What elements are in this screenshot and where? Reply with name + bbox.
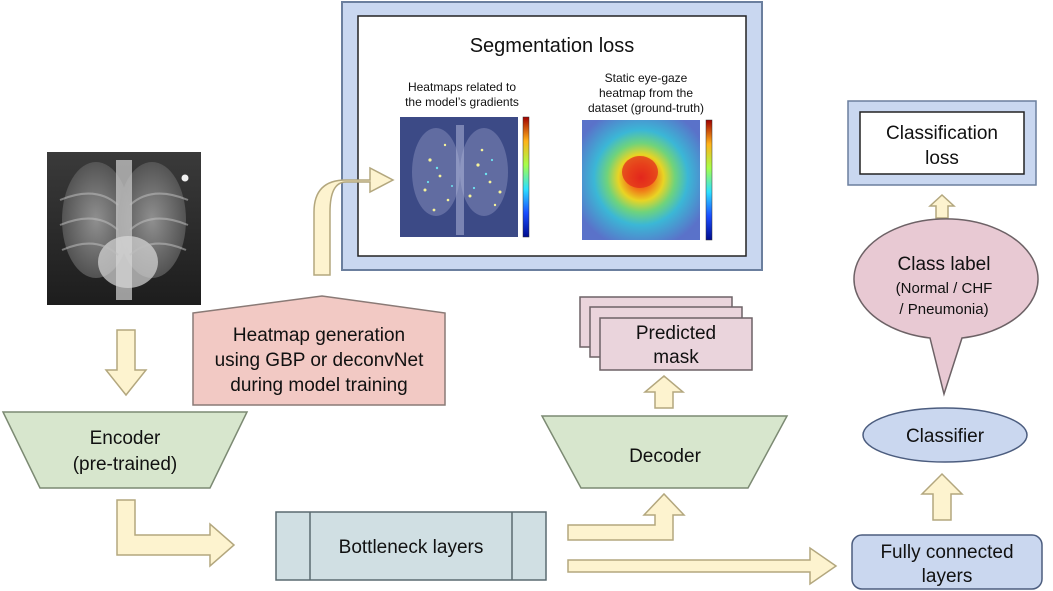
encoder-block: Encoder (pre-trained)	[1, 411, 249, 489]
bottleneck-block: Bottleneck layers	[275, 511, 547, 581]
class-label-options-line-2: / Pneumonia)	[899, 301, 988, 318]
arrow-xray-to-encoder	[104, 329, 148, 397]
classification-loss-line-2: loss	[925, 148, 959, 169]
fully-connected-line-2: layers	[922, 566, 973, 587]
eye-gaze-caption-line-1: Static eye-gaze	[605, 71, 688, 85]
decoder-block: Decoder	[540, 415, 789, 489]
eye-gaze-heatmap-image	[582, 119, 713, 241]
segmentation-loss-title: Segmentation loss	[470, 35, 635, 57]
heatmap-generation-line-1: Heatmap generation	[233, 325, 405, 346]
arrow-label-to-classification-loss	[928, 193, 956, 219]
gradient-heatmap-caption-line-1: Heatmaps related to	[408, 80, 516, 94]
arrow-bottleneck-to-decoder	[567, 492, 686, 541]
fully-connected-line-1: Fully connected	[880, 542, 1013, 563]
gradient-heatmap-image	[400, 116, 530, 238]
encoder-label: Encoder	[90, 428, 161, 449]
arrow-bottleneck-to-fc	[567, 546, 838, 586]
arrow-to-segmentation-loss	[313, 166, 395, 276]
decoder-label: Decoder	[629, 446, 701, 467]
encoder-sublabel: (pre-trained)	[73, 454, 178, 475]
predicted-mask-label-line-2: mask	[653, 347, 699, 368]
heatmap-generation-box: Heatmap generation using GBP or deconvNe…	[192, 295, 446, 406]
heatmap-generation-line-2: using GBP or deconvNet	[215, 350, 424, 371]
heatmap-generation-line-3: during model training	[230, 375, 407, 396]
classifier-label: Classifier	[906, 426, 985, 447]
bottleneck-label: Bottleneck layers	[339, 537, 484, 558]
class-label-bubble: Class label (Normal / CHF / Pneumonia)	[853, 218, 1039, 397]
fully-connected-block: Fully connected layers	[851, 534, 1043, 590]
segmentation-loss-panel: Segmentation loss Heatmaps related to th…	[341, 1, 763, 271]
arrow-fc-to-classifier	[920, 472, 964, 521]
classification-loss-line-1: Classification	[886, 123, 998, 144]
eye-gaze-caption-line-2: heatmap from the	[599, 86, 693, 100]
arrow-decoder-to-mask	[642, 375, 686, 409]
gradient-heatmap-caption-line-2: the model’s gradients	[405, 95, 519, 109]
class-label-title: Class label	[898, 254, 991, 275]
arrow-encoder-to-bottleneck	[116, 499, 236, 568]
classification-loss-box: Classification loss	[847, 100, 1037, 186]
classifier-block: Classifier	[862, 407, 1028, 463]
eye-gaze-caption-line-3: dataset (ground-truth)	[588, 101, 704, 115]
predicted-mask-label-line-1: Predicted	[636, 323, 716, 344]
predicted-mask-stack: Predicted mask	[579, 296, 753, 371]
chest-xray-image	[47, 152, 201, 305]
class-label-options-line-1: (Normal / CHF	[896, 280, 993, 297]
